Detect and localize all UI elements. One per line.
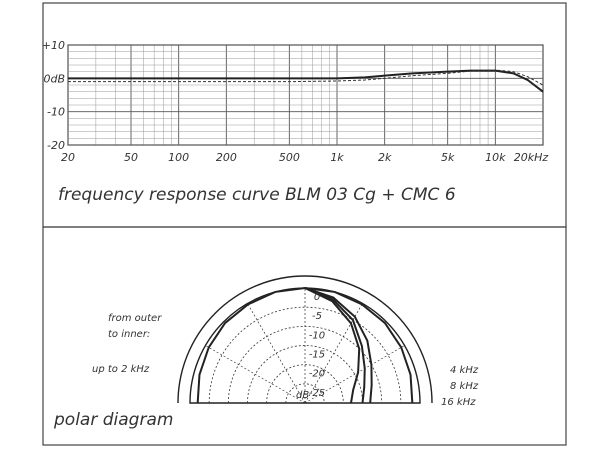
- polar-curve-2: [304, 287, 373, 404]
- polar-diagram: 0 -5 -10 -15 -20 -25 dB: [177, 275, 433, 404]
- polar-ring: [266, 364, 344, 404]
- polar-ring: [285, 383, 325, 404]
- plot-area-frame: [67, 44, 544, 146]
- polar-tick-label: -20: [309, 369, 325, 380]
- polar-curves: [196, 286, 414, 404]
- bottom-panel-border: [42, 226, 567, 446]
- x-tick-label: 1k: [330, 151, 344, 164]
- polar-spoke: [205, 345, 306, 404]
- frequency-grid: [67, 44, 544, 146]
- polar-note-line2: to inner:: [108, 329, 150, 340]
- polar-tick-label: -10: [309, 330, 325, 341]
- polar-left-series-label: up to 2 kHz: [92, 364, 150, 375]
- polar-grid: [177, 275, 433, 404]
- polar-tick-label: 0: [314, 292, 320, 303]
- x-tick-label: 50: [124, 151, 138, 164]
- polar-tick-label: -15: [309, 350, 325, 361]
- polar-note-line1: from outer: [108, 313, 162, 324]
- polar-right-label-16khz: 16 kHz: [441, 397, 476, 408]
- x-tick-label: 2k: [378, 151, 392, 164]
- polar-spoke: [247, 303, 306, 404]
- polar-diagram-title: polar diagram: [53, 410, 173, 430]
- x-tick-labels: 20 50 100 200 500 1k 2k 5k 10k 20kHz: [61, 151, 548, 164]
- y-tick-label: -20: [47, 139, 65, 152]
- x-tick-label: 100: [168, 151, 189, 164]
- y-tick-label: 0dB: [43, 72, 65, 85]
- polar-ring: [247, 345, 363, 404]
- polar-tick-labels: 0 -5 -10 -15 -20 -25: [309, 292, 325, 399]
- polar-ring: [208, 307, 402, 404]
- polar-curve-4: [304, 287, 361, 404]
- polar-tick-label: -5: [312, 311, 322, 322]
- y-tick-label: +10: [42, 39, 65, 52]
- x-tick-label: 5k: [441, 151, 455, 164]
- frequency-curves: [68, 69, 544, 93]
- x-tick-label: 20: [61, 151, 75, 164]
- polar-spoke: [304, 303, 363, 404]
- response-curve-1: [68, 69, 544, 93]
- polar-radial-unit: dB: [296, 390, 309, 401]
- polar-right-label-8khz: 8 kHz: [450, 381, 479, 392]
- x-tick-label: 10k: [485, 151, 506, 164]
- polar-spoke: [304, 345, 405, 404]
- polar-frame-arc: [177, 275, 433, 404]
- polar-curve-3: [304, 287, 366, 404]
- frequency-chart-title: frequency response curve BLM 03 Cg + CMC…: [58, 185, 456, 205]
- y-tick-labels: +10 0dB -10 -20: [42, 39, 65, 152]
- x-tick-label: 20kHz: [514, 151, 549, 164]
- x-tick-label: 200: [216, 151, 237, 164]
- y-tick-label: -10: [47, 106, 65, 119]
- response-curve-2: [68, 69, 544, 86]
- polar-tick-label: -25: [309, 388, 325, 399]
- frequency-response-chart: +10 0dB -10 -20 20 50 100 200 500 1k 2k 5k 10k 20kHz: [42, 39, 549, 164]
- polar-right-label-4khz: 4 kHz: [450, 365, 479, 376]
- x-tick-label: 500: [279, 151, 300, 164]
